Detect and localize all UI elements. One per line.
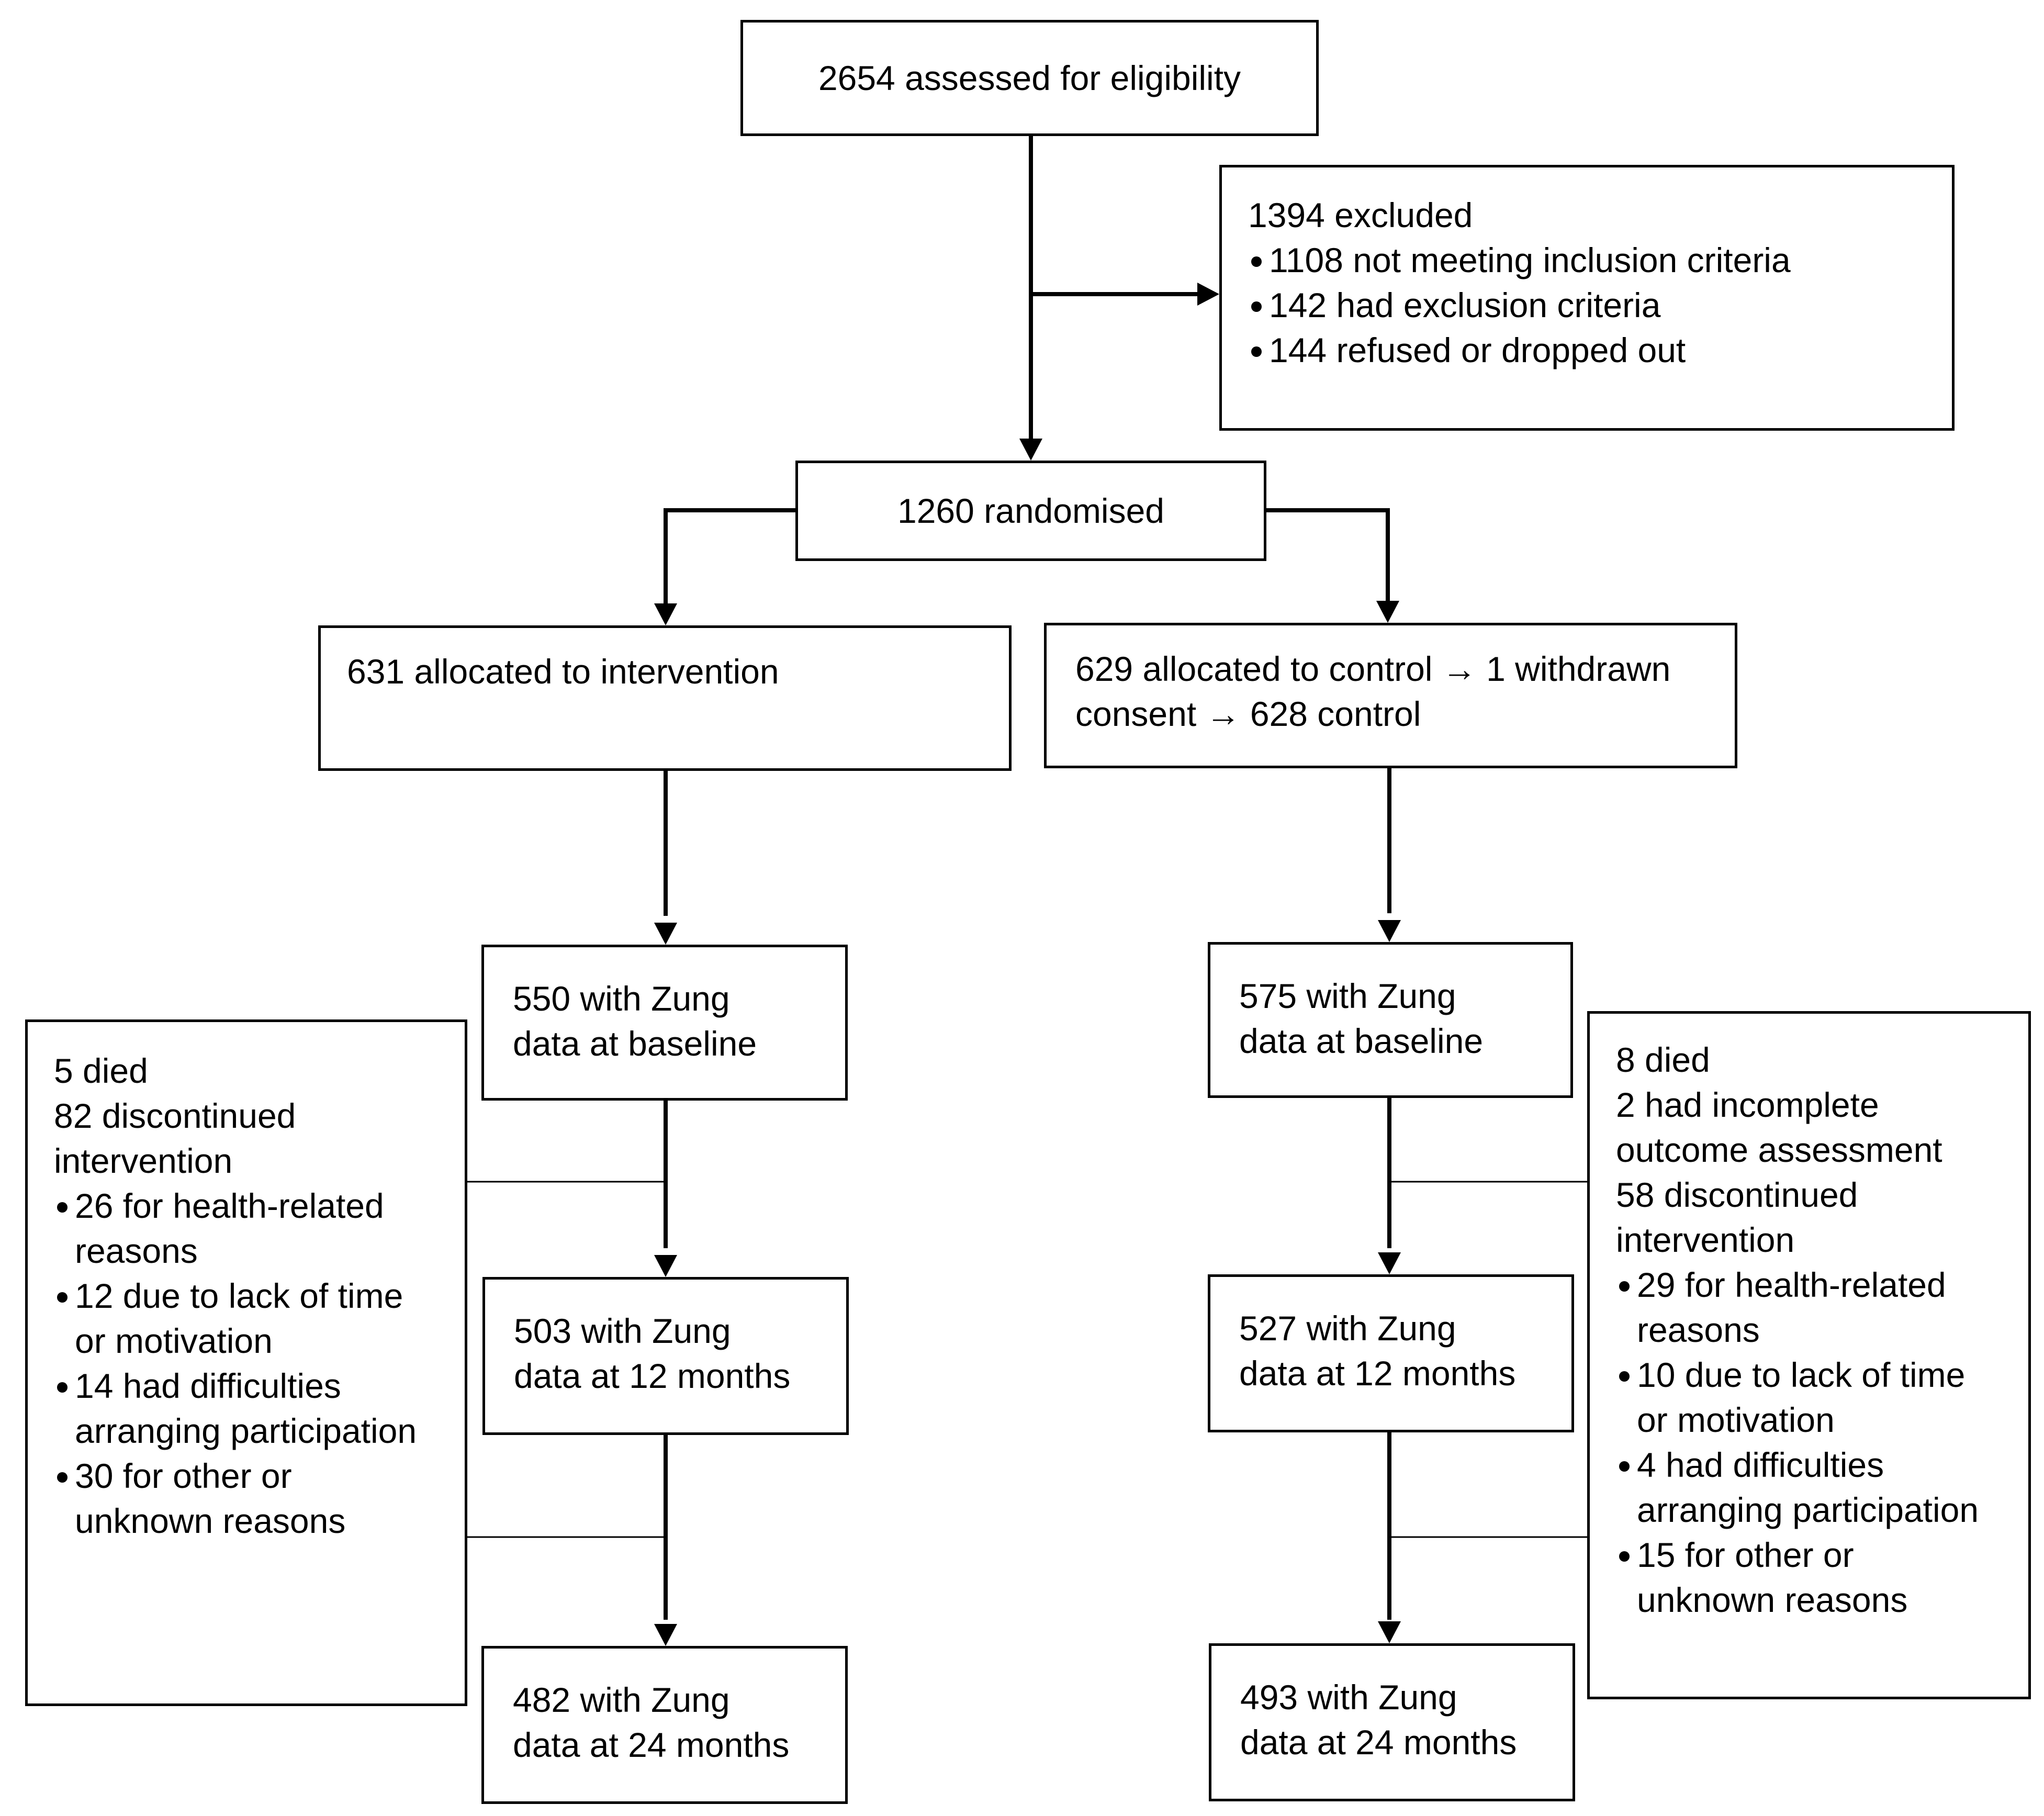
intervention-allocated-box: 631 allocated to intervention: [318, 625, 1012, 771]
control-12m-line: 527 with Zung: [1239, 1309, 1456, 1348]
intervention-baseline-line: 550 with Zung: [513, 979, 730, 1018]
arrowhead-to-intervention-12m: [654, 1255, 677, 1277]
arrowhead-to-excluded: [1197, 283, 1219, 306]
intervention-baseline-box: 550 with Zung data at baseline: [481, 945, 848, 1101]
control-24m-box: 493 with Zung data at 24 months: [1209, 1643, 1575, 1801]
assessed-box: 2654 assessed for eligibility: [740, 20, 1319, 136]
arrowhead-to-control-baseline: [1378, 920, 1401, 942]
control-allocated-line: consent → 628 control: [1075, 694, 1421, 733]
control-loss-item: 29 for health-related: [1616, 1262, 2028, 1307]
intervention-loss-item: 26 for health-related: [54, 1183, 465, 1228]
control-baseline-box: 575 with Zung data at baseline: [1208, 942, 1573, 1098]
arrowhead-to-control-12m: [1378, 1252, 1401, 1274]
intervention-12m-box: 503 with Zung data at 12 months: [482, 1277, 849, 1435]
intervention-loss-line: intervention: [54, 1141, 233, 1180]
intervention-loss-item-cont: unknown reasons: [75, 1501, 346, 1540]
intervention-loss-item: 14 had difficulties: [54, 1363, 465, 1408]
control-loss-line: 2 had incomplete: [1616, 1085, 1879, 1124]
intervention-allocated-text: 631 allocated to intervention: [347, 652, 779, 691]
intervention-24m-line: data at 24 months: [513, 1725, 790, 1764]
excluded-title: 1394 excluded: [1248, 196, 1473, 234]
control-loss-line: outcome assessment: [1616, 1130, 1942, 1169]
control-24m-line: 493 with Zung: [1240, 1678, 1457, 1717]
intervention-losses-box: 5 died 82 discontinued intervention 26 f…: [25, 1019, 467, 1706]
intervention-loss-item-cont: reasons: [75, 1231, 198, 1270]
arrowhead-to-control-24m: [1378, 1621, 1401, 1643]
control-baseline-line: data at baseline: [1239, 1022, 1484, 1060]
control-allocated-line: 629 allocated to control → 1 withdrawn: [1075, 649, 1671, 688]
intervention-loss-item-cont: or motivation: [75, 1321, 273, 1360]
excluded-box: 1394 excluded 1108 not meeting inclusion…: [1219, 165, 1955, 431]
control-loss-item-cont: arranging participation: [1637, 1490, 1979, 1529]
control-baseline-line: 575 with Zung: [1239, 977, 1456, 1015]
control-loss-line: 8 died: [1616, 1040, 1710, 1079]
control-loss-line: intervention: [1616, 1220, 1795, 1259]
control-allocated-box: 629 allocated to control → 1 withdrawn c…: [1044, 623, 1737, 768]
intervention-loss-item: 12 due to lack of time: [54, 1273, 465, 1318]
randomised-text: 1260 randomised: [897, 491, 1165, 530]
control-24m-line: data at 24 months: [1240, 1723, 1517, 1762]
intervention-24m-box: 482 with Zung data at 24 months: [481, 1646, 848, 1804]
randomised-to-intervention-line: [664, 508, 795, 604]
control-12m-box: 527 with Zung data at 12 months: [1208, 1274, 1574, 1432]
excluded-item: 1108 not meeting inclusion criteria: [1248, 238, 1952, 283]
control-loss-item: 15 for other or: [1616, 1532, 2028, 1577]
assessed-text: 2654 assessed for eligibility: [818, 59, 1241, 97]
intervention-loss-line: 5 died: [54, 1051, 148, 1090]
intervention-12m-line: 503 with Zung: [514, 1311, 731, 1350]
control-loss-item-cont: reasons: [1637, 1310, 1760, 1349]
arrowhead-to-intervention-24m: [654, 1624, 677, 1646]
arrowhead-to-intervention: [654, 603, 677, 625]
control-loss-item: 10 due to lack of time: [1616, 1352, 2028, 1397]
control-loss-item-cont: or motivation: [1637, 1400, 1835, 1439]
arrowhead-to-intervention-baseline: [654, 923, 677, 945]
control-loss-item-cont: unknown reasons: [1637, 1580, 1908, 1619]
intervention-loss-item-cont: arranging participation: [75, 1411, 417, 1450]
control-loss-item: 4 had difficulties: [1616, 1442, 2028, 1487]
excluded-item: 142 had exclusion criteria: [1248, 283, 1952, 328]
randomised-to-control-line: [1266, 508, 1390, 602]
control-losses-box: 8 died 2 had incomplete outcome assessme…: [1587, 1011, 2031, 1699]
intervention-loss-line: 82 discontinued: [54, 1096, 296, 1135]
control-loss-line: 58 discontinued: [1616, 1175, 1858, 1214]
excluded-item: 144 refused or dropped out: [1248, 328, 1952, 373]
randomised-box: 1260 randomised: [795, 461, 1266, 561]
control-12m-line: data at 12 months: [1239, 1354, 1516, 1393]
arrowhead-to-randomised: [1019, 439, 1042, 461]
intervention-baseline-line: data at baseline: [513, 1024, 757, 1063]
intervention-12m-line: data at 12 months: [514, 1357, 791, 1395]
intervention-loss-item: 30 for other or: [54, 1453, 465, 1498]
intervention-24m-line: 482 with Zung: [513, 1680, 730, 1719]
arrowhead-to-control: [1376, 601, 1399, 623]
